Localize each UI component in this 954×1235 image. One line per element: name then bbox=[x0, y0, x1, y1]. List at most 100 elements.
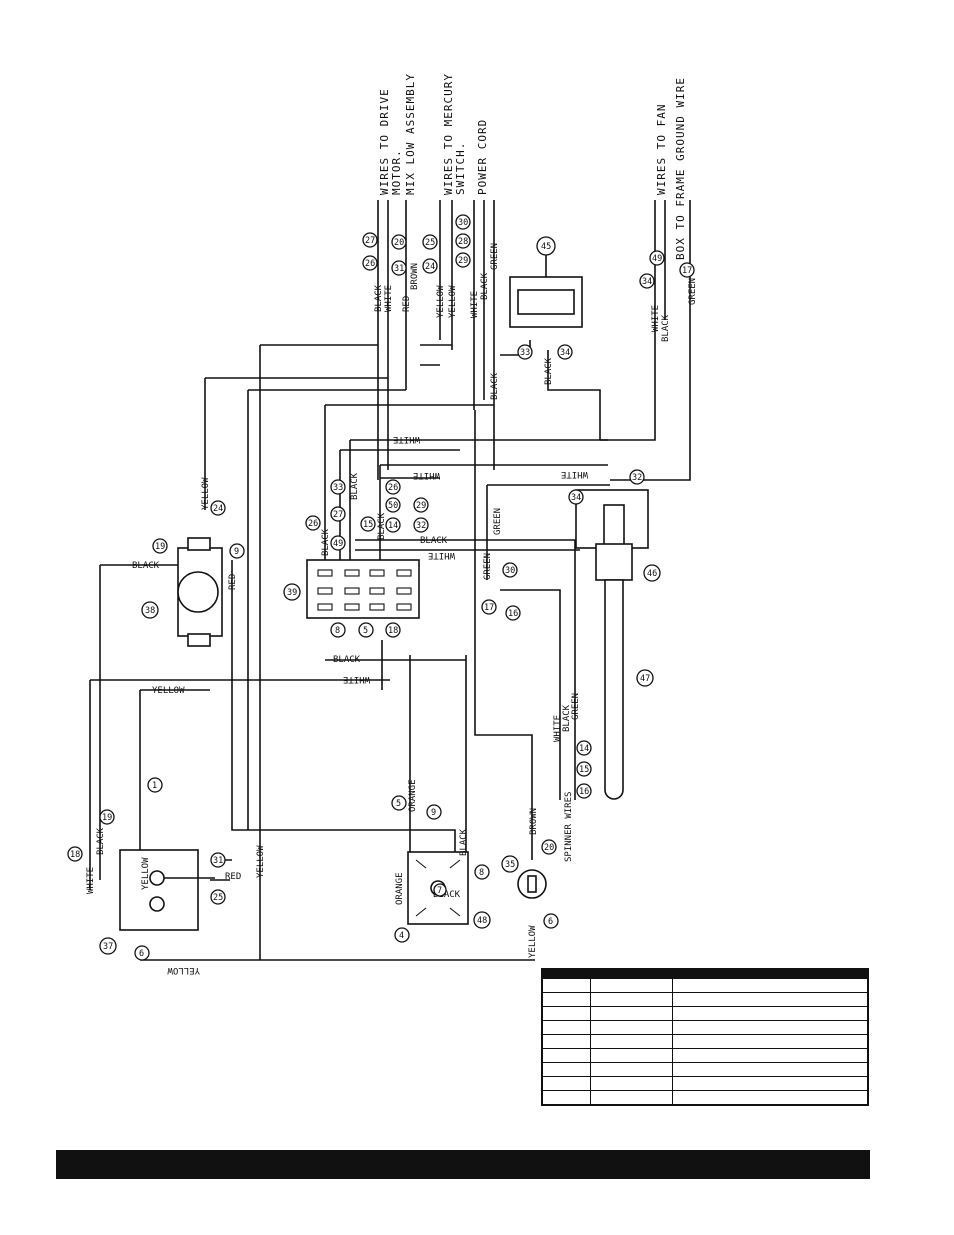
component-45-transformer bbox=[509, 255, 583, 328]
bubble-16-low: 16 bbox=[576, 783, 592, 799]
label-green-1: GREEN bbox=[490, 243, 500, 270]
svg-text:16: 16 bbox=[579, 787, 589, 797]
label-brown: BROWN bbox=[410, 263, 420, 290]
bubble-46: 46 bbox=[643, 564, 661, 582]
bubble-26-mid: 26 bbox=[305, 515, 321, 531]
label-brown-2: BROWN bbox=[529, 808, 539, 835]
svg-text:14: 14 bbox=[579, 744, 589, 754]
bubble-16-mid: 16 bbox=[505, 605, 521, 621]
component-47-heater bbox=[575, 489, 649, 800]
svg-text:9: 9 bbox=[431, 808, 436, 818]
svg-text:8: 8 bbox=[479, 868, 484, 878]
svg-text:47: 47 bbox=[640, 674, 650, 684]
bubble-49-mid: 49 bbox=[330, 535, 346, 551]
legend-row bbox=[542, 978, 868, 993]
svg-text:18: 18 bbox=[70, 850, 80, 860]
legend-row bbox=[542, 1062, 868, 1077]
bubble-5-mid: 5 bbox=[358, 622, 374, 638]
bubble-32-mid: 32 bbox=[413, 517, 429, 533]
svg-text:49: 49 bbox=[333, 539, 343, 549]
legend-row bbox=[542, 1090, 868, 1105]
label-white-2: WHITE bbox=[470, 291, 480, 318]
bubble-29: 29 bbox=[455, 252, 471, 268]
label-black-14: BLACK bbox=[420, 536, 448, 546]
note-mercury-2: SWITCH. bbox=[454, 142, 467, 195]
mid-horizontal-wires bbox=[90, 484, 610, 961]
label-white-5: WHITE bbox=[86, 867, 96, 894]
bubble-6-right: 6 bbox=[543, 913, 559, 929]
svg-text:19: 19 bbox=[102, 813, 112, 823]
svg-text:31: 31 bbox=[394, 264, 404, 274]
bubble-26-right: 26 bbox=[385, 479, 401, 495]
label-yellow-8: YELLOW bbox=[167, 965, 200, 975]
svg-text:7: 7 bbox=[437, 886, 442, 896]
bubble-30: 30 bbox=[455, 214, 471, 230]
svg-text:33: 33 bbox=[520, 348, 530, 358]
label-green-2: GREEN bbox=[688, 278, 698, 305]
note-mercury-1: WIRES TO MERCURY bbox=[442, 73, 455, 195]
label-green-3: GREEN bbox=[483, 553, 493, 580]
svg-text:8: 8 bbox=[335, 626, 340, 636]
bubble-24-mid: 24 bbox=[210, 500, 226, 516]
label-white-3: WHITE bbox=[651, 305, 661, 332]
bubble-37: 37 bbox=[99, 937, 117, 955]
svg-text:29: 29 bbox=[416, 501, 426, 511]
svg-text:17: 17 bbox=[484, 603, 494, 613]
svg-text:25: 25 bbox=[425, 238, 435, 248]
bubble-49-top: 49 bbox=[649, 250, 665, 266]
label-orange-1: ORANGE bbox=[408, 779, 418, 812]
label-yellow-3: YELLOW bbox=[201, 477, 211, 510]
bubble-27-mid: 27 bbox=[330, 506, 346, 522]
bubble-32: 32 bbox=[629, 469, 645, 485]
bubble-34-top: 34 bbox=[557, 344, 573, 360]
svg-text:26: 26 bbox=[388, 483, 398, 493]
label-black-11: BLACK bbox=[96, 827, 106, 855]
note-power-cord: POWER CORD bbox=[476, 119, 489, 195]
legend-row bbox=[542, 1076, 868, 1091]
top-wire-bundle bbox=[377, 200, 495, 480]
svg-text:34: 34 bbox=[560, 348, 570, 358]
svg-text:33: 33 bbox=[333, 483, 343, 493]
svg-text:14: 14 bbox=[388, 521, 398, 531]
legend-row bbox=[542, 1048, 868, 1063]
svg-text:19: 19 bbox=[155, 542, 165, 552]
component-38-motor bbox=[177, 537, 223, 647]
svg-text:5: 5 bbox=[363, 626, 368, 636]
label-black-15: BLACK bbox=[433, 890, 461, 900]
bubble-30-mid: 30 bbox=[502, 562, 518, 578]
label-black-6: BLACK bbox=[321, 528, 331, 556]
label-white-9: WHITE bbox=[561, 469, 588, 479]
label-black: BLACK bbox=[374, 284, 384, 312]
bubble-50: 50 bbox=[385, 497, 401, 513]
bubble-9-low: 9 bbox=[426, 804, 442, 820]
svg-text:34: 34 bbox=[571, 493, 581, 503]
svg-text:29: 29 bbox=[458, 256, 468, 266]
svg-text:27: 27 bbox=[333, 510, 343, 520]
bubble-28: 28 bbox=[455, 233, 471, 249]
legend-rows bbox=[542, 969, 868, 1105]
vertical-trunk-wires bbox=[89, 345, 533, 960]
bubble-17-mid: 17 bbox=[481, 599, 497, 615]
legend-header-row bbox=[542, 969, 868, 979]
label-white: WHITE bbox=[384, 285, 394, 312]
bubble-45: 45 bbox=[536, 236, 556, 256]
bubble-7: 7 bbox=[433, 883, 447, 897]
bubble-6-left: 6 bbox=[134, 945, 150, 961]
bubble-29-mid: 29 bbox=[413, 497, 429, 513]
label-red-3: RED bbox=[225, 872, 241, 882]
svg-text:1: 1 bbox=[152, 781, 157, 791]
label-white-4: WHITE bbox=[553, 715, 563, 742]
bubble-15-top: 15 bbox=[360, 516, 376, 532]
label-green-5: GREEN bbox=[571, 693, 581, 720]
label-orange-2: ORANGE bbox=[395, 872, 405, 905]
label-black-7: BLACK bbox=[350, 472, 360, 500]
svg-text:26: 26 bbox=[365, 259, 375, 269]
bubble-17-top: 17 bbox=[679, 262, 695, 278]
label-yellow-1: YELLOW bbox=[436, 285, 446, 318]
bubble-34-right: 34 bbox=[639, 273, 655, 289]
label-black-10: BLACK bbox=[562, 704, 572, 732]
bubble-24: 24 bbox=[422, 258, 438, 274]
svg-text:5: 5 bbox=[396, 799, 401, 809]
note-fan-2: BOX TO FRAME GROUND WIRE bbox=[674, 77, 687, 260]
bubble-9-top: 9 bbox=[229, 543, 245, 559]
